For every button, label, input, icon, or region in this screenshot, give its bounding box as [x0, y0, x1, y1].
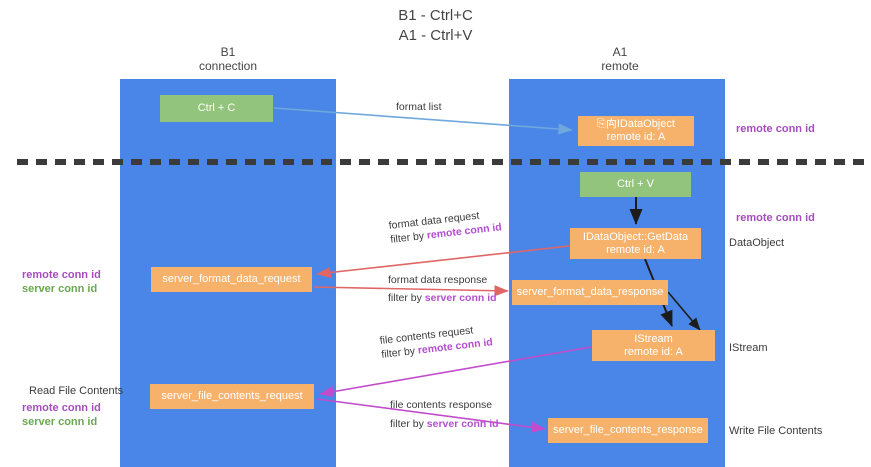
node-istream-line2: remote id: A [624, 345, 683, 358]
edge-label-file-contents-response-line1: file contents response [390, 399, 493, 411]
annotation-left-server-conn-id-1: server conn id [22, 283, 98, 295]
edge-label-format-list-text: format list [396, 101, 442, 113]
lane-header-a1-subtitle: remote [601, 59, 639, 73]
node-server-file-contents-response-label: server_file_contents_response [553, 424, 703, 436]
lane-header-b1: B1 connection [148, 45, 308, 73]
arrow-file-contents-response [316, 398, 546, 433]
node-ctrl-c[interactable]: Ctrl + C [160, 95, 273, 122]
edge-label-file-contents-response-line2: filter by server conn id [390, 417, 499, 431]
annotation-left-read-file-contents: Read File Contents [29, 385, 124, 397]
node-ctrl-v-label: Ctrl + V [617, 178, 654, 190]
node-server-file-contents-request[interactable]: server_file_contents_request [150, 384, 314, 409]
arrow-format-data-request [316, 245, 570, 279]
edge-label-format-list: format list [396, 100, 442, 114]
page-title: B1 - Ctrl+C A1 - Ctrl+V [0, 6, 871, 46]
annotation-left-remote-conn-id-1: remote conn id [22, 269, 101, 281]
node-getdata-line2: remote id: A [606, 243, 665, 256]
lane-header-b1-subtitle: connection [198, 59, 258, 73]
annotation-right-remote-conn-id-mid: remote conn id [736, 212, 815, 224]
node-server-format-data-response[interactable]: server_format_data_response [512, 280, 668, 305]
arrow-format-data-response [313, 285, 509, 297]
node-server-format-data-request[interactable]: server_format_data_request [151, 267, 312, 292]
title-line-2: A1 - Ctrl+V [398, 27, 473, 44]
edge-label-file-contents-response: file contents response filter by server … [390, 398, 499, 431]
edge-label-format-data-response-line2: filter by server conn id [388, 291, 497, 305]
node-server-format-data-request-label: server_format_data_request [162, 273, 301, 285]
annotation-left-conn-ids-top: remote conn id server conn id [22, 268, 101, 296]
arrow-format-list [273, 107, 573, 135]
arrow-file-contents-request [319, 346, 592, 398]
edge-label-format-data-response-line1: format data response [388, 274, 488, 286]
node-ctrl-c-label: Ctrl + C [197, 102, 236, 114]
annotation-right-write-file-contents: Write File Contents [729, 425, 823, 437]
filter-key-server-conn-id: server conn id [426, 418, 499, 430]
node-idataobject-line2: remote id: A [606, 131, 666, 143]
annotation-right-istream: IStream [729, 342, 768, 354]
annotation-right-remote-conn-id-top: remote conn id [736, 123, 815, 135]
node-idataobject-line1: ⎘⽱IDataObject [597, 118, 675, 130]
lane-header-a1: A1 remote [540, 45, 700, 73]
node-idataobject-getdata[interactable]: IDataObject::GetData remote id: A [570, 228, 701, 259]
node-ctrl-v[interactable]: Ctrl + V [580, 172, 691, 197]
annotation-left-server-conn-id-2: server conn id [22, 416, 98, 428]
annotation-left-remote-conn-id-2: remote conn id [22, 402, 101, 414]
lane-header-a1-name: A1 [612, 45, 628, 59]
node-server-file-contents-request-label: server_file_contents_request [161, 390, 303, 402]
node-getdata-line1: IDataObject::GetData [582, 230, 689, 243]
annotation-right-dataobject: DataObject [729, 237, 785, 249]
node-server-format-data-response-label: server_format_data_response [516, 286, 664, 298]
filter-by-prefix: filter by [390, 418, 427, 430]
filter-by-prefix: filter by [388, 292, 425, 304]
phase-divider [17, 159, 871, 165]
node-idataobject[interactable]: ⎘⽱IDataObject remote id: A [578, 116, 694, 146]
title-line-1: B1 - Ctrl+C [398, 7, 473, 24]
arrow-response-to-istream [667, 291, 701, 331]
node-istream-line1: IStream [634, 332, 673, 345]
edge-label-format-data-response: format data response filter by server co… [388, 273, 497, 305]
annotation-left-conn-ids-bottom: remote conn id server conn id [22, 401, 101, 429]
lane-header-b1-name: B1 [220, 45, 236, 59]
node-istream[interactable]: IStream remote id: A [592, 330, 715, 361]
node-server-file-contents-response[interactable]: server_file_contents_response [548, 418, 708, 443]
filter-key-server-conn-id: server conn id [424, 292, 497, 304]
